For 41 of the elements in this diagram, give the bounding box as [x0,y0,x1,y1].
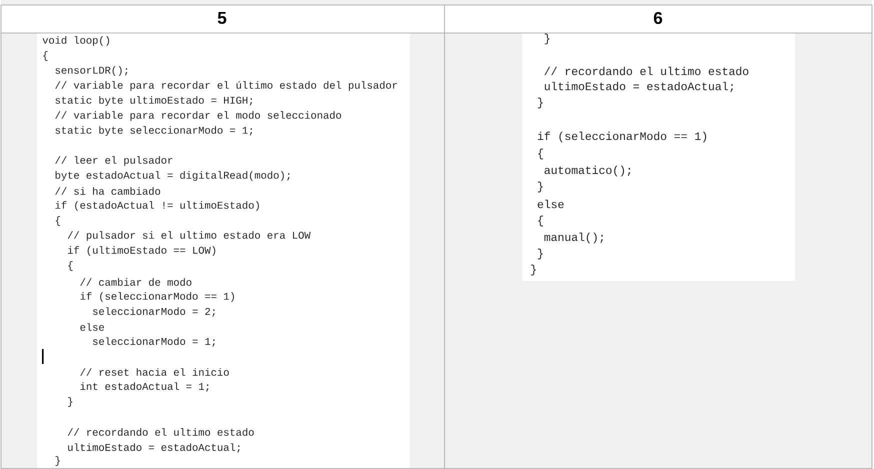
code-line: // pulsador si el ultimo estado era LOW [68,231,311,241]
code-line: manual(); [544,232,603,244]
code-line: } [538,98,543,108]
code-line: static byte ultimoEstado = HIGH; [56,96,252,106]
code-line: { [68,261,73,271]
code-line: void loop() [42,36,110,46]
code-line: seleccionarModo = 2; [93,307,215,317]
code-line: seleccionarModo = 1; [93,337,215,347]
code-line: } [531,264,536,276]
code-line: else [538,200,564,208]
code-line: } [538,182,543,192]
code-line: if (ultimoEstado == LOW) [68,246,216,256]
code-line: // leer el pulsador [55,156,172,166]
code-line: ultimoEstado = estadoActual; [544,82,733,92]
code-line: { [538,216,543,226]
code-line: // variable para recordar el último estado del pulsador [55,81,397,91]
code-line: { [43,51,48,61]
code-line: // recordando el ultimo estado [544,66,748,76]
code-line: else [80,323,104,331]
code-line: byte estadoActual = digitalRead(modo); [56,171,290,181]
code-line: automatico(); [544,166,630,176]
code-line: // variable para recordar el modo seleccionado [55,111,342,121]
code-line: } [538,248,543,260]
column-header: 5 [218,12,226,24]
code-line: int estadoActual = 1; [80,382,208,392]
code-line: ultimoEstado = estadoActual; [68,443,240,453]
code-line: } [56,456,60,466]
code-line: } [544,34,550,44]
code-line: // recordando el ultimo estado [68,428,254,436]
code-line: if (seleccionarModo == 1) [80,292,234,302]
code-line: if (estadoActual != ultimoEstado) [55,201,259,211]
code-line: // reset hacia el inicio [80,368,229,376]
code-line: } [68,397,72,407]
code-line: static byte seleccionarModo = 1; [56,126,252,136]
code-line: if (seleccionarModo == 1) [538,132,706,142]
code-line: // cambiar de modo [80,278,192,286]
code-line: sensorLDR(); [56,66,128,76]
code-line: { [56,216,60,226]
column-header: 6 [654,12,662,24]
code-line: // si ha cambiado [55,187,160,195]
code-line: { [538,148,543,160]
